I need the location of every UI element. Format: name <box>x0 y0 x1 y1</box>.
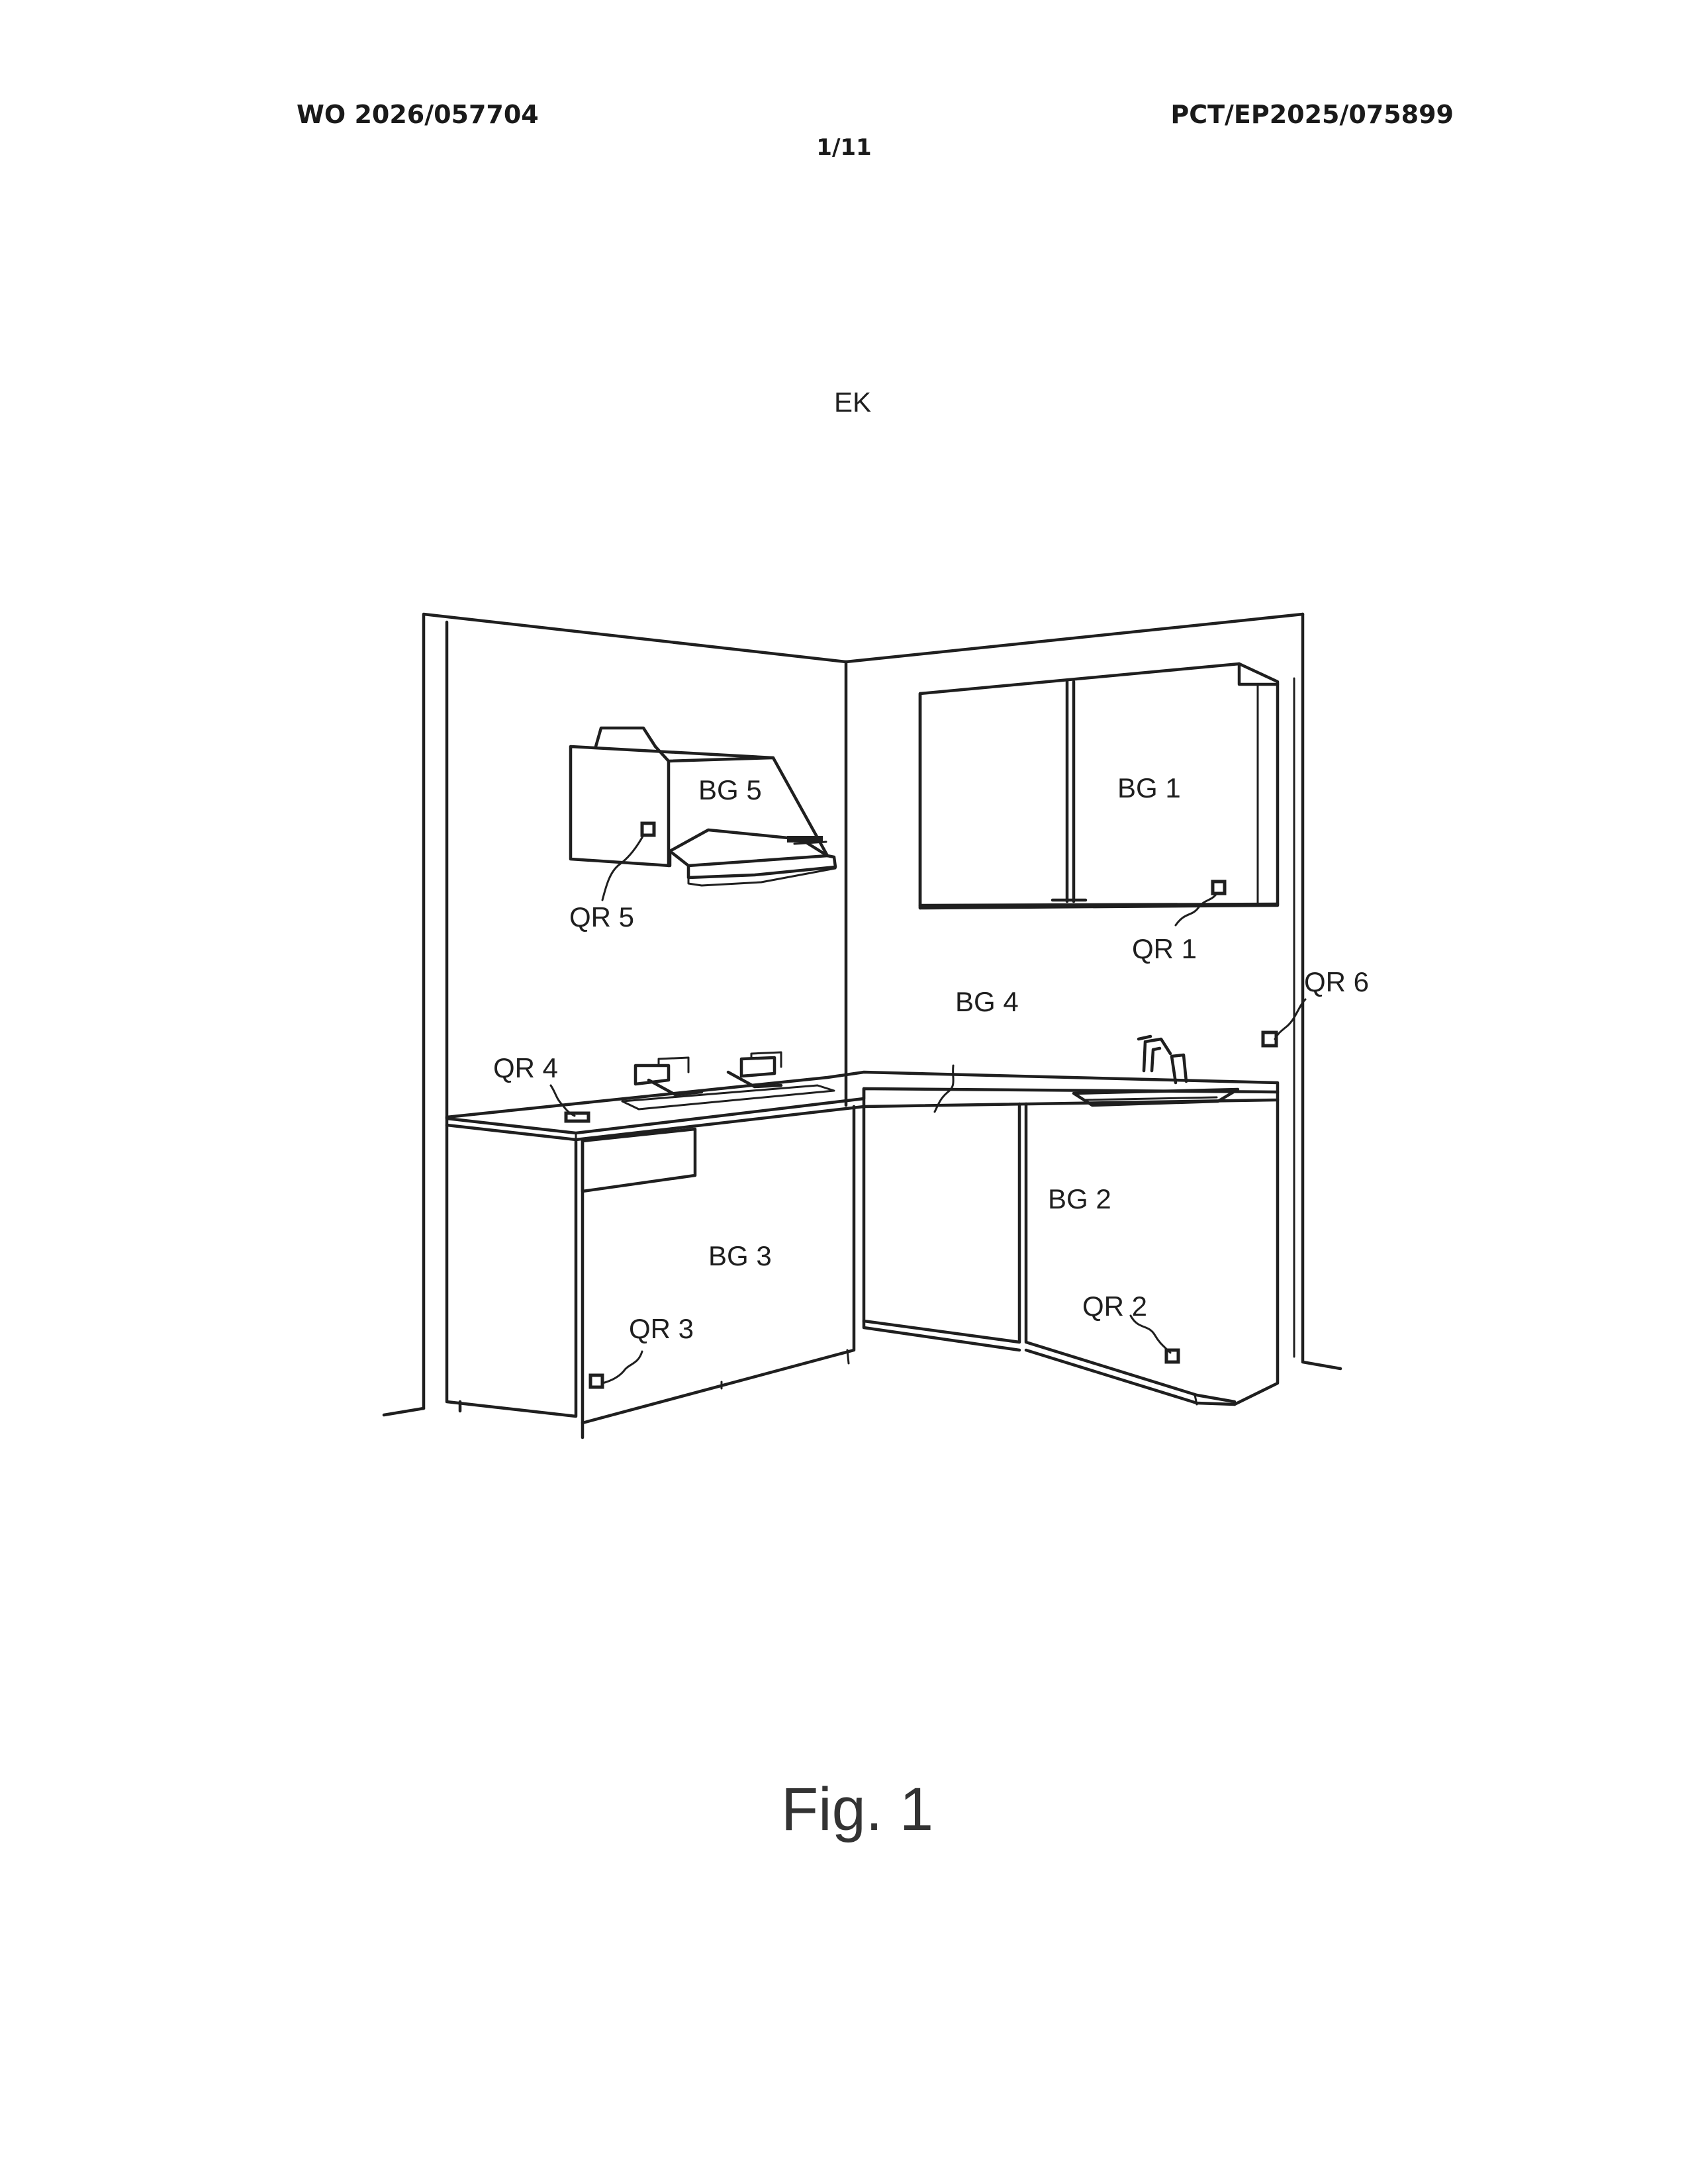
countertop-bg4 <box>447 1072 1278 1140</box>
qr3-tag <box>590 1375 602 1387</box>
label-bg3: BG 3 <box>708 1240 772 1271</box>
label-qr5: QR 5 <box>569 901 634 933</box>
base-cabinet-bg3 <box>447 1107 854 1437</box>
label-bg1: BG 1 <box>1117 772 1181 803</box>
room-walls <box>384 614 1340 1415</box>
reference-labels: EK BG 1 BG 2 BG 3 BG 4 BG 5 QR 1 QR 2 QR… <box>493 387 1369 1344</box>
label-qr2: QR 2 <box>1082 1291 1147 1322</box>
label-bg4: BG 4 <box>955 986 1019 1017</box>
label-bg2: BG 2 <box>1048 1183 1111 1214</box>
qr1-tag <box>1213 882 1225 893</box>
leader-lines <box>551 835 1305 1383</box>
upper-cabinet-bg1 <box>920 664 1278 908</box>
label-ek: EK <box>834 387 871 418</box>
qr4-tag <box>566 1113 588 1121</box>
sink <box>1074 1036 1238 1105</box>
base-cabinet-bg2 <box>864 1100 1278 1404</box>
range-hood-bg5 <box>571 728 835 886</box>
label-qr4: QR 4 <box>493 1052 558 1083</box>
qr5-tag <box>642 823 654 835</box>
label-bg5: BG 5 <box>698 774 762 805</box>
label-qr1: QR 1 <box>1132 933 1197 964</box>
figure-caption: Fig. 1 <box>0 1779 1688 1840</box>
label-qr3: QR 3 <box>629 1313 694 1344</box>
label-qr6: QR 6 <box>1304 966 1369 997</box>
